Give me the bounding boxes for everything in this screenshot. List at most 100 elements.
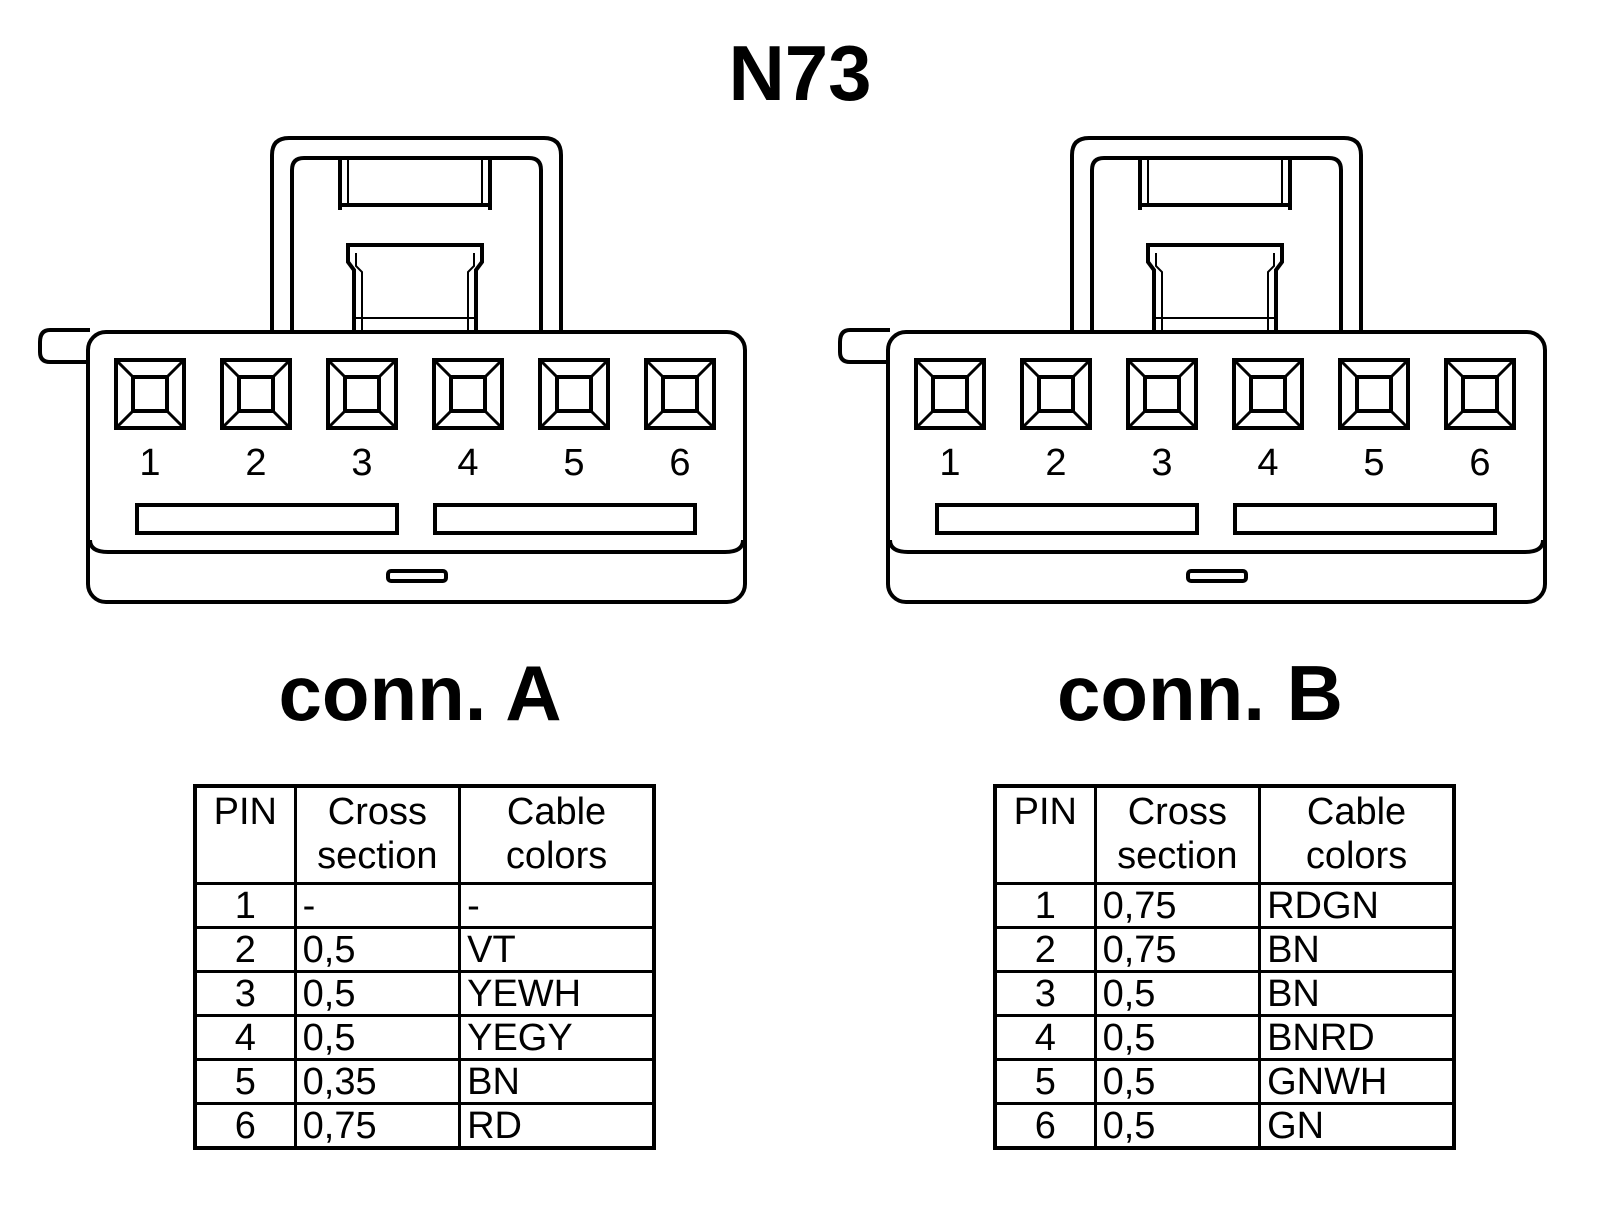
pin-cell: 4 — [193, 1014, 297, 1061]
pin-cell: 1 — [193, 882, 297, 929]
cross-section-cell: 0,75 — [1093, 926, 1262, 973]
cable-colors-cell: YEGY — [458, 1014, 656, 1061]
pin-number-label: 2 — [245, 442, 266, 484]
cross-section-cell: 0,5 — [1093, 1058, 1262, 1105]
table-row: 1-- — [193, 882, 656, 929]
pin-cell: 5 — [193, 1058, 297, 1105]
diagram-title: N73 — [728, 29, 872, 117]
pin-cell: 2 — [993, 926, 1097, 973]
cross-section-cell: 0,5 — [1093, 970, 1262, 1017]
latch-tongue — [1138, 158, 1292, 210]
connector-b-label: conn. B — [1057, 649, 1343, 737]
pin-cell: 1 — [993, 882, 1097, 929]
pin-number-label: 6 — [669, 442, 690, 484]
header-cross-line2: section — [1117, 835, 1238, 877]
cross-section-cell: - — [293, 882, 462, 929]
pin-cavity-icon — [326, 358, 398, 430]
latch-inner — [290, 156, 543, 330]
latch-inner — [1090, 156, 1343, 330]
header-pin: PIN — [993, 784, 1097, 885]
pin-cell: 5 — [993, 1058, 1097, 1105]
pin-cavity-icon — [1232, 358, 1304, 430]
pin-cavity-icon — [432, 358, 504, 430]
bottom-slot-left — [135, 503, 399, 535]
connector-body — [86, 330, 747, 604]
cable-colors-cell: GN — [1258, 1102, 1456, 1150]
bottom-slot-left — [935, 503, 1199, 535]
pin-number-label: 3 — [1151, 442, 1172, 484]
header-pin: PIN — [193, 784, 297, 885]
header-color-line2: colors — [505, 835, 608, 877]
cable-colors-cell: BN — [1258, 926, 1456, 973]
pin-cavity-icon — [114, 358, 186, 430]
latch-hook-inner — [1155, 253, 1275, 330]
cross-section-cell: 0,75 — [1093, 882, 1262, 929]
pin-number-label: 1 — [139, 442, 160, 484]
pin-cell: 6 — [193, 1102, 297, 1150]
latch-hook-inner — [355, 253, 475, 330]
pin-cavity-icon — [1338, 358, 1410, 430]
cable-colors-cell: YEWH — [458, 970, 656, 1017]
latch-tongue — [338, 158, 492, 210]
header-color-line2: colors — [1305, 835, 1408, 877]
pin-cavity-icon — [1126, 358, 1198, 430]
pin-cell: 3 — [993, 970, 1097, 1017]
cross-section-cell: 0,35 — [293, 1058, 462, 1105]
cable-colors-cell: RDGN — [1258, 882, 1456, 929]
pin-number-label: 4 — [457, 442, 478, 484]
cable-colors-cell: GNWH — [1258, 1058, 1456, 1105]
pin-cell: 3 — [193, 970, 297, 1017]
header-cross-line2: section — [317, 835, 438, 877]
pin-number-label: 6 — [1469, 442, 1490, 484]
pin-cavity-icon — [220, 358, 292, 430]
header-cross-line1: Cross — [1127, 791, 1227, 833]
pin-cavity-icon — [644, 358, 716, 430]
cable-colors-cell: RD — [458, 1102, 656, 1150]
cross-section-cell: 0,5 — [293, 970, 462, 1017]
cross-section-cell: 0,5 — [1093, 1102, 1262, 1150]
pin-cavity-icon — [1020, 358, 1092, 430]
bottom-slot-right — [1233, 503, 1497, 535]
latch-tongue-inner — [347, 158, 483, 205]
latch-tongue-inner — [1147, 158, 1283, 205]
body-step-line — [88, 539, 745, 554]
bottom-slot-right — [433, 503, 697, 535]
header-cross-line1: Cross — [327, 791, 427, 833]
pin-number-label: 1 — [939, 442, 960, 484]
pin-number-label: 2 — [1045, 442, 1066, 484]
pin-cell: 2 — [193, 926, 297, 973]
pin-cell: 6 — [993, 1102, 1097, 1150]
pin-number-label: 5 — [1363, 442, 1384, 484]
cross-section-cell: 0,75 — [293, 1102, 462, 1150]
cross-section-cell: 0,5 — [1093, 1014, 1262, 1061]
connector-body — [886, 330, 1547, 604]
side-tab — [838, 328, 890, 364]
cable-colors-cell: - — [458, 882, 656, 929]
key-notch — [1186, 569, 1248, 583]
pin-number-label: 3 — [351, 442, 372, 484]
connector-a-drawing: 1 2 3 4 5 6 — [38, 136, 747, 604]
header-color-line1: Cable — [1306, 791, 1407, 833]
latch-outer — [1070, 136, 1363, 330]
header-color-line1: Cable — [506, 791, 607, 833]
pin-number-label: 5 — [563, 442, 584, 484]
pin-cell: 4 — [993, 1014, 1097, 1061]
cable-colors-cell: BN — [458, 1058, 656, 1105]
